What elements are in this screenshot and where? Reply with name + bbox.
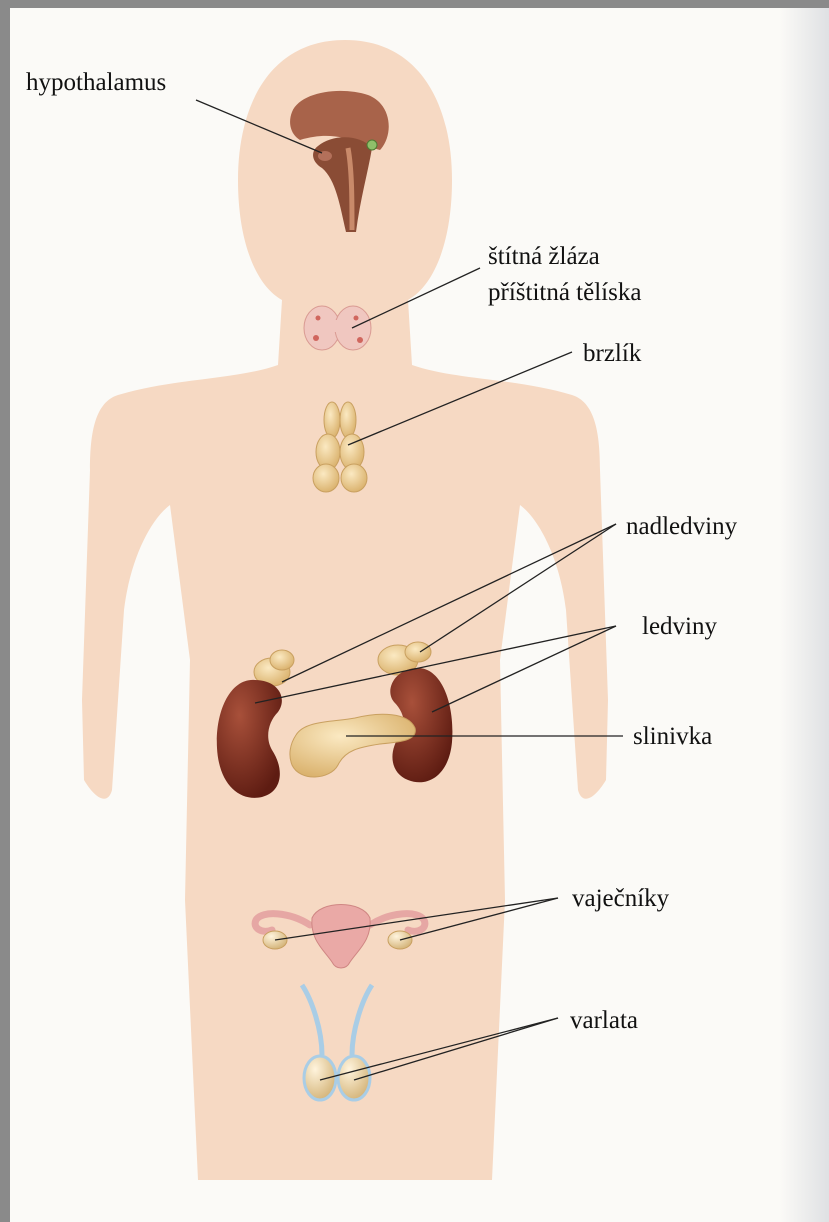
label-kidneys: ledviny (642, 614, 717, 639)
label-ovaries: vaječníky (572, 886, 669, 911)
label-thymus: brzlík (583, 341, 641, 366)
label-testes: varlata (570, 1008, 638, 1033)
label-parathyroid: příštitná tělíska (488, 280, 641, 305)
label-thyroid: štítná žláza (488, 244, 600, 269)
label-pancreas: slinivka (633, 724, 712, 749)
label-hypothalamus: hypothalamus (26, 70, 166, 95)
label-adrenals: nadledviny (626, 514, 737, 539)
